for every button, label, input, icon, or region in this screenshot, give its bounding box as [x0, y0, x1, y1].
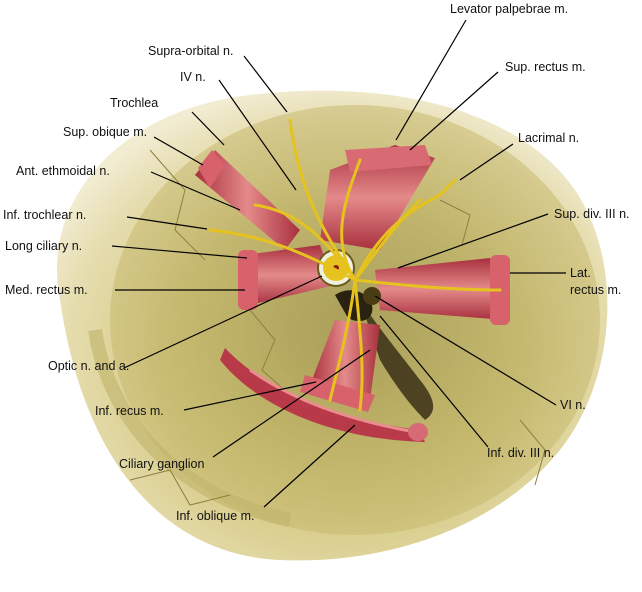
label-trochlea: Trochlea: [110, 96, 159, 110]
label-inf-trochlear: Inf. trochlear n.: [3, 208, 87, 222]
label-ciliary-ganglion: Ciliary ganglion: [119, 457, 205, 471]
leader-optic: [123, 275, 323, 369]
leader-sup-oblique: [153, 136, 204, 166]
label-inf-oblique: Inf. oblique m.: [176, 509, 255, 523]
leader-ant-ethmoidal: [150, 171, 241, 211]
label-levator-palpebrae: Levator palpebrae m.: [450, 2, 569, 16]
label-inf-rectus: Inf. recus m.: [95, 404, 164, 418]
label-sup-rectus: Sup. rectus m.: [505, 60, 586, 74]
label-lat-rectus-line1: Lat.: [570, 266, 591, 280]
leader-inf-rectus: [183, 381, 317, 411]
label-med-rectus: Med. rectus m.: [5, 283, 88, 297]
nerve-branches: [208, 118, 502, 412]
leader-ciliary-ganglion: [212, 349, 371, 458]
label-supra-orbital-nerve: Supra-orbital n.: [148, 44, 234, 58]
label-sup-oblique: Sup. obique m.: [63, 125, 148, 139]
label-lacrimal-nerve: Lacrimal n.: [518, 131, 580, 145]
label-inf-div-iii: Inf. div. III n.: [487, 446, 555, 460]
leader-inf-div: [379, 315, 489, 448]
leader-sup-div: [397, 213, 549, 269]
leader-inf-oblique: [263, 424, 356, 508]
superior-oblique-muscle: [195, 150, 300, 250]
leader-trochlea: [191, 111, 225, 146]
label-ant-ethmoidal: Ant. ethmoidal n.: [16, 164, 110, 178]
orbit-bone: [56, 90, 608, 561]
label-iv-nerve: IV n.: [180, 70, 206, 84]
label-vi-nerve: VI n.: [560, 398, 586, 412]
leader-lacrimal: [459, 143, 514, 181]
inferior-oblique-muscle: [220, 348, 428, 442]
leader-levator: [395, 19, 467, 141]
leader-long-ciliary: [111, 245, 248, 259]
leader-iv: [218, 79, 297, 191]
leader-vi: [374, 295, 557, 406]
leader-inf-trochlear: [126, 216, 208, 230]
superior-rectus-muscle: [320, 145, 435, 250]
label-sup-div-iii: Sup. div. III n.: [554, 207, 630, 221]
label-long-ciliary: Long ciliary n.: [5, 239, 83, 253]
leader-sup-rectus: [409, 71, 499, 151]
leader-supraorbital: [243, 55, 288, 113]
label-optic-nerve: Optic n. and a.: [48, 359, 130, 373]
label-lat-rectus-line2: rectus m.: [570, 283, 622, 297]
